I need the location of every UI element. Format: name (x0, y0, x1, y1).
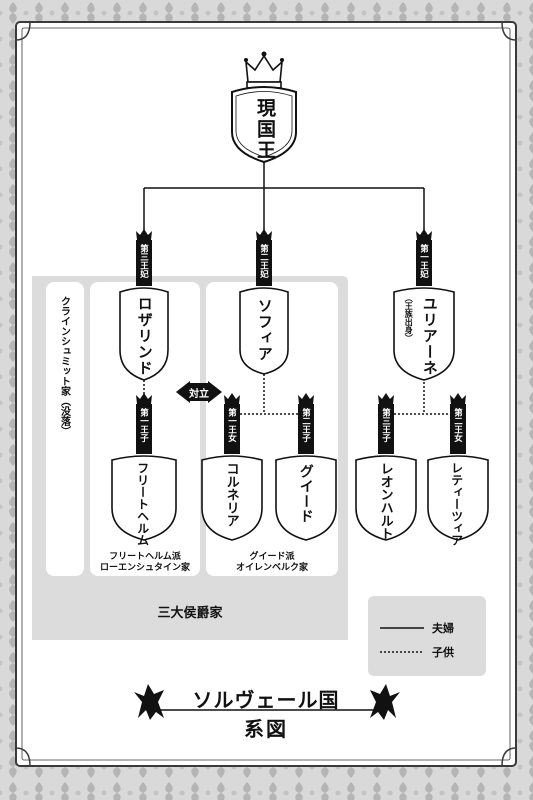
frame-corner-tl (15, 21, 31, 41)
rank-bar (256, 240, 272, 286)
griffin-icon (370, 684, 400, 720)
frame-corner-tr (501, 21, 517, 41)
consort-shield (393, 287, 455, 381)
small-crown-icon (136, 229, 466, 404)
king-shield (231, 86, 297, 164)
consort-note: （王族出身） (404, 294, 414, 342)
child-shield (275, 455, 337, 541)
rank-bar (298, 404, 314, 454)
child-name: グイード (297, 464, 314, 524)
rivalry-arrow-icon (176, 381, 222, 403)
child-shield (111, 455, 177, 541)
klein-house-label: クラインシュミット家（没落） (58, 296, 70, 436)
rank-bar (224, 404, 240, 454)
child-shield (201, 455, 263, 541)
consort-shield (119, 287, 169, 381)
frame-corner-br (501, 747, 517, 767)
consort-name: ソフィア (255, 298, 274, 362)
rank-bar (136, 404, 152, 454)
klein-house-panel (46, 282, 84, 576)
consort-rank: 第三王妃 (138, 244, 149, 278)
rank-bar (136, 240, 152, 286)
legend-spouse-label: 夫婦 (432, 622, 454, 635)
rank-bar (416, 240, 432, 286)
consort-name: ユリアーネ (420, 296, 439, 376)
child-rank: 第二王子 (300, 408, 311, 442)
fh-faction-line2: ローエンシュタイン家 (99, 563, 190, 573)
child-rank: 第二王女 (452, 408, 463, 442)
frame-corner-bl (15, 747, 31, 767)
rank-bar (378, 404, 394, 454)
consort-shield (239, 287, 289, 375)
gu-faction-line2: オイレンベルク家 (235, 563, 308, 573)
child-name: コルネリア (223, 462, 239, 527)
legend-child-label: 子供 (432, 646, 454, 659)
fh-faction-line1: フリートヘルム派 (109, 552, 181, 562)
child-rank: 第三王子 (380, 408, 391, 442)
child-name: レオンハルト (377, 462, 393, 540)
consort-rank: 第一王妃 (418, 244, 429, 278)
frame-inner (21, 27, 511, 761)
diagram-subtitle: 系図 (244, 717, 288, 741)
king-name: 現国王 (253, 98, 276, 161)
consort-rank: 第二王妃 (258, 244, 269, 278)
crown-icon (244, 51, 284, 89)
rivalry-label: 対立 (189, 389, 209, 400)
consort-name: ロザリンド (135, 296, 154, 376)
gu-faction-line1: グイード派 (249, 552, 295, 562)
child-rank: 第一王女 (226, 408, 237, 442)
child-name: レティーツィア (449, 462, 464, 546)
king-shield-inner (235, 91, 293, 158)
legend-box (368, 596, 486, 676)
child-rank: 第一王子 (138, 408, 149, 442)
diagram-title: ソルヴェール国 (192, 688, 340, 712)
three-houses-label: 三大侯爵家 (157, 606, 223, 621)
rank-bar (450, 404, 466, 454)
child-shield (427, 455, 489, 541)
child-name: フリートヘルム (135, 462, 150, 546)
child-shield (355, 455, 417, 541)
griffin-icon (134, 684, 164, 720)
